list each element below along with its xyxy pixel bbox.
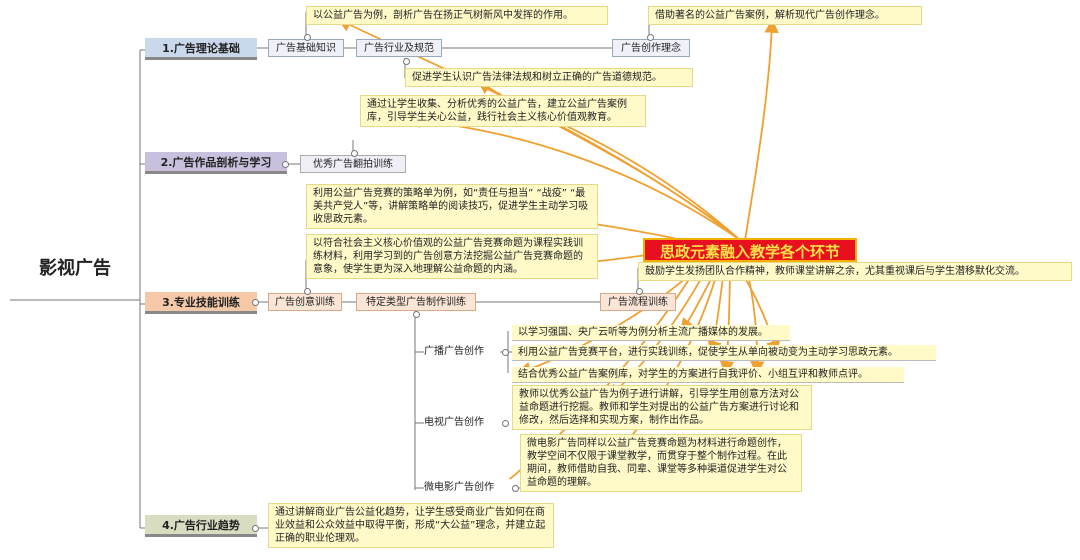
- category-analysis[interactable]: 2.广告作品剖析与学习: [145, 152, 287, 174]
- sub-radio-ad[interactable]: 广播广告创作: [424, 343, 500, 361]
- connector-dot: [502, 420, 509, 427]
- note-strategy-sheet[interactable]: 利用公益广告竞赛的策略单为例，如“责任与担当” “战疫” “最美共产党人”等，讲…: [306, 184, 598, 229]
- connector-dot: [351, 150, 358, 157]
- sub-microfilm-ad[interactable]: 微电影广告创作: [424, 479, 510, 497]
- note-radio-media[interactable]: 以学习强国、央广云听等为例分析主流广播媒体的发展。: [512, 325, 790, 341]
- note-competition-topic[interactable]: 以符合社会主义核心价值观的公益广告竞赛命题为课程实践训练材料，利用学习到的广告创…: [306, 234, 598, 279]
- sub-creative-training[interactable]: 广告创意训练: [268, 293, 342, 311]
- note-creative-concept[interactable]: 借助著名的公益广告案例，解析现代广告创作理念。: [648, 6, 922, 25]
- sub-process-training[interactable]: 广告流程训练: [600, 293, 676, 311]
- note-microfilm-teaching[interactable]: 微电影广告同样以公益广告竞赛命题为材料进行命题创作，教学空间不仅限于课堂教学，而…: [520, 434, 802, 492]
- sub-tv-ad[interactable]: 电视广告创作: [424, 414, 500, 432]
- sub-remake-training[interactable]: 优秀广告翻拍训练: [300, 155, 406, 173]
- note-evaluation[interactable]: 结合优秀公益广告案例库，对学生的方案进行自我评价、小组互评和教师点评。: [512, 367, 904, 383]
- connector-dot: [647, 34, 654, 41]
- note-competition-platform[interactable]: 利用公益广告竞赛平台，进行实践训练，促使学生从单向被动变为主动学习思政元素。: [512, 345, 936, 361]
- note-industry-trend[interactable]: 通过讲解商业广告公益化趋势，让学生感受商业广告如何在商业效益和公众效益中取得平衡…: [268, 503, 554, 548]
- sub-basic-knowledge[interactable]: 广告基础知识: [268, 39, 344, 57]
- root-topic[interactable]: 影视广告: [39, 258, 111, 279]
- sub-industry-norms[interactable]: 广告行业及规范: [356, 39, 442, 57]
- center-callout[interactable]: 思政元素融入教学各个环节: [643, 238, 857, 262]
- connector-dot: [413, 311, 420, 318]
- sub-special-ad-training[interactable]: 特定类型广告制作训练: [356, 293, 476, 311]
- connector-dot: [282, 161, 289, 168]
- category-skills[interactable]: 3.专业技能训练: [145, 292, 257, 314]
- note-tv-ad-teaching[interactable]: 教师以优秀公益广告为例子进行讲解，引导学生用创意方法对公益命题进行挖掘。教师和学…: [512, 385, 812, 430]
- connector-dot: [636, 288, 643, 295]
- connector-dot: [252, 299, 259, 306]
- note-teamwork[interactable]: 鼓励学生发扬团队合作精神，教师课堂讲解之余，尤其重视课后与学生潜移默化交流。: [638, 262, 1072, 281]
- note-public-ad-role[interactable]: 以公益广告为例，剖析广告在扬正气树新风中发挥的作用。: [306, 6, 608, 25]
- connector-dot: [502, 349, 509, 356]
- connector-dot: [304, 34, 311, 41]
- sub-creative-concept[interactable]: 广告创作理念: [612, 39, 690, 57]
- connector-dot: [304, 288, 311, 295]
- category-trends[interactable]: 4.广告行业趋势: [145, 515, 257, 537]
- category-theory[interactable]: 1.广告理论基础: [145, 38, 257, 60]
- connector-dot: [512, 485, 519, 492]
- note-case-library[interactable]: 通过让学生收集、分析优秀的公益广告，建立公益广告案例库，引导学生关心公益，践行社…: [360, 95, 646, 127]
- connector-dot: [403, 58, 410, 65]
- note-law-ethics[interactable]: 促进学生认识广告法律法规和树立正确的广告道德规范。: [405, 68, 693, 87]
- connector-dot: [252, 525, 259, 532]
